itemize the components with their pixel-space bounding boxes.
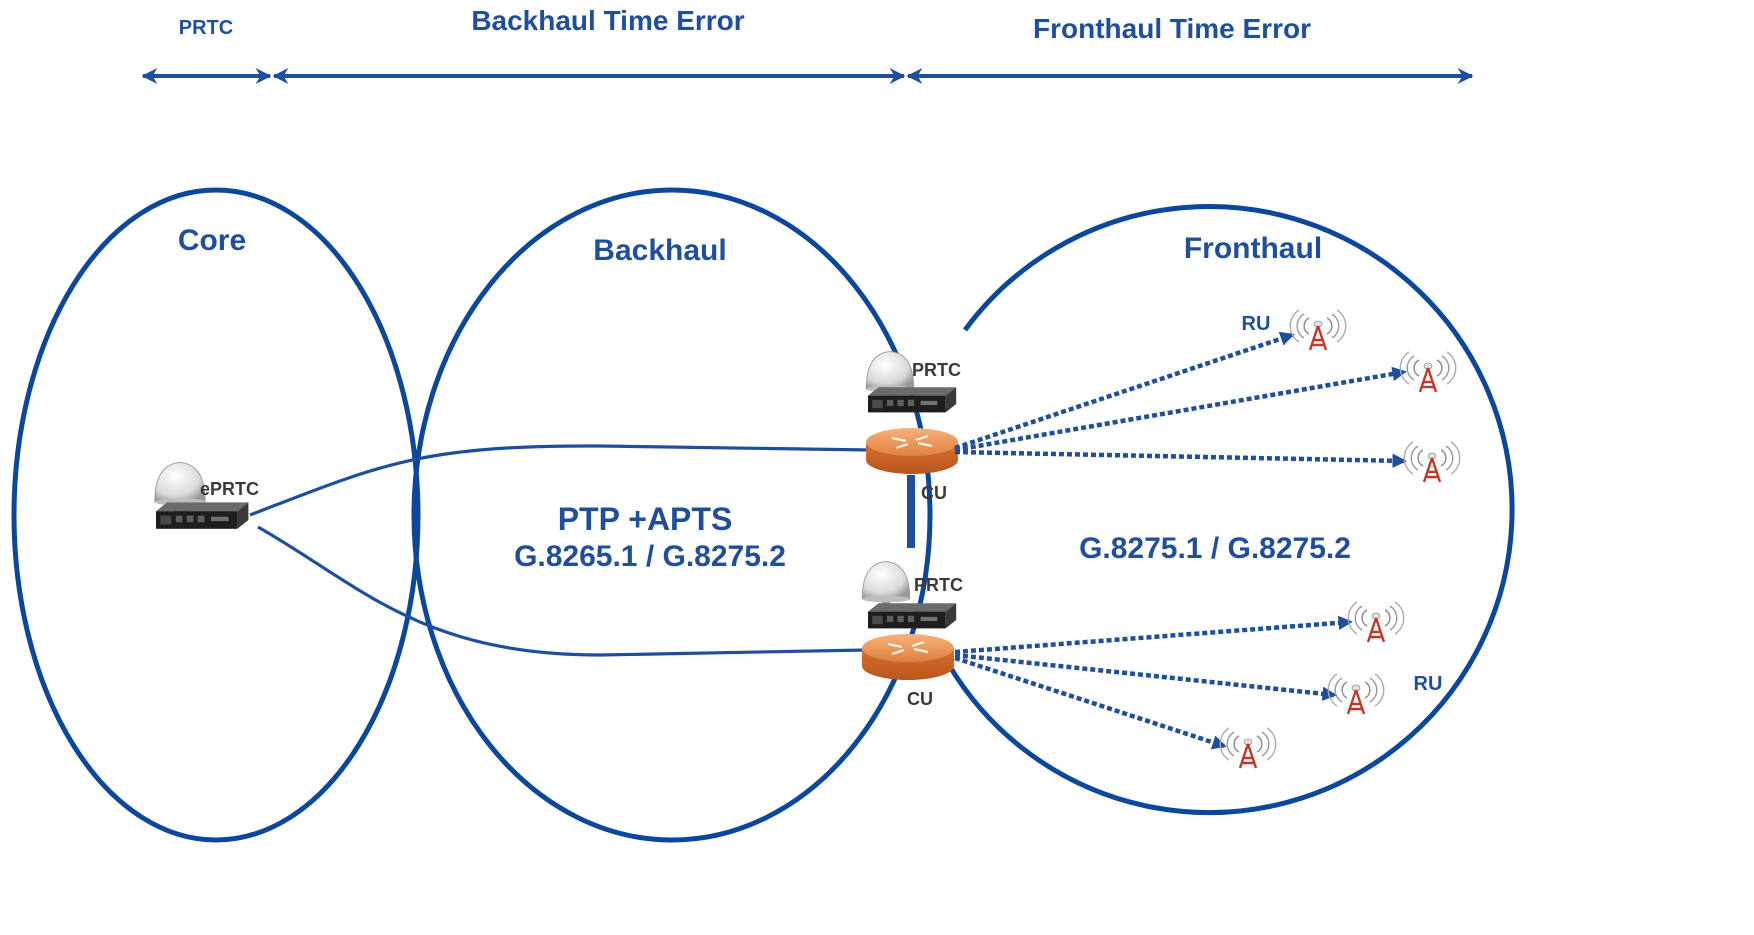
link-eprtc-to-cu-bottom bbox=[257, 525, 867, 657]
link-eprtc-to-cu-top bbox=[249, 444, 871, 517]
radio-tower-icon bbox=[1403, 440, 1461, 484]
time-error-timeline: PRTC Backhaul Time Error Fronthaul Time … bbox=[141, 5, 1474, 84]
radio-tower-icon bbox=[1289, 308, 1347, 352]
prtc-top-device: PRTC bbox=[865, 351, 961, 413]
ru-top-label: RU bbox=[1242, 313, 1271, 335]
eprtc-device: ePRTC bbox=[154, 461, 259, 529]
prtc-bottom-label: PRTC bbox=[914, 575, 963, 595]
ru-bottom-label: RU bbox=[1414, 673, 1443, 695]
core-label: Core bbox=[178, 224, 246, 257]
fronthaul-link bbox=[954, 366, 1407, 453]
backhaul-protocol-line1: PTP +APTS bbox=[558, 501, 733, 537]
cu-bottom-device: CU bbox=[860, 632, 956, 709]
backhaul-label: Backhaul bbox=[593, 234, 726, 267]
eprtc-label: ePRTC bbox=[200, 479, 259, 499]
backhaul-region bbox=[411, 187, 933, 843]
router-icon bbox=[864, 426, 960, 476]
gnss-antenna-icon bbox=[861, 561, 911, 608]
core-region bbox=[11, 187, 421, 843]
fronthaul-region bbox=[946, 204, 1515, 815]
regions bbox=[11, 187, 1515, 843]
backhaul-time-error-label: Backhaul Time Error bbox=[471, 5, 744, 36]
backhaul-protocol-line2: G.8265.1 / G.8275.2 bbox=[514, 540, 786, 573]
fronthaul-label: Fronthaul bbox=[1184, 232, 1322, 265]
grandmaster-clock-icon bbox=[868, 387, 957, 413]
fronthaul-protocol-label: G.8275.1 / G.8275.2 bbox=[1079, 532, 1351, 565]
radio-tower-icon bbox=[1347, 600, 1405, 644]
radio-tower-icon bbox=[1399, 350, 1457, 394]
grandmaster-clock-icon bbox=[868, 603, 957, 629]
radio-tower-icon bbox=[1219, 726, 1277, 770]
prtc-bottom-device: PRTC bbox=[861, 561, 963, 629]
radio-tower-icon bbox=[1327, 672, 1385, 716]
prtc-top-label: PRTC bbox=[912, 360, 961, 380]
fronthaul-link bbox=[954, 615, 1353, 655]
backhaul-links bbox=[249, 444, 871, 657]
prtc-span-label: PRTC bbox=[179, 17, 233, 39]
fronthaul-link bbox=[954, 331, 1295, 451]
fronthaul-links bbox=[954, 331, 1407, 750]
grandmaster-clock-icon bbox=[156, 502, 249, 529]
fronthaul-link bbox=[954, 655, 1227, 750]
cu-top-label: CU bbox=[921, 483, 947, 503]
cu-top-device: CU bbox=[864, 426, 960, 503]
cu-bottom-label: CU bbox=[907, 689, 933, 709]
fronthaul-link bbox=[954, 449, 1407, 468]
fronthaul-time-error-label: Fronthaul Time Error bbox=[1033, 13, 1311, 44]
router-icon bbox=[860, 632, 956, 682]
